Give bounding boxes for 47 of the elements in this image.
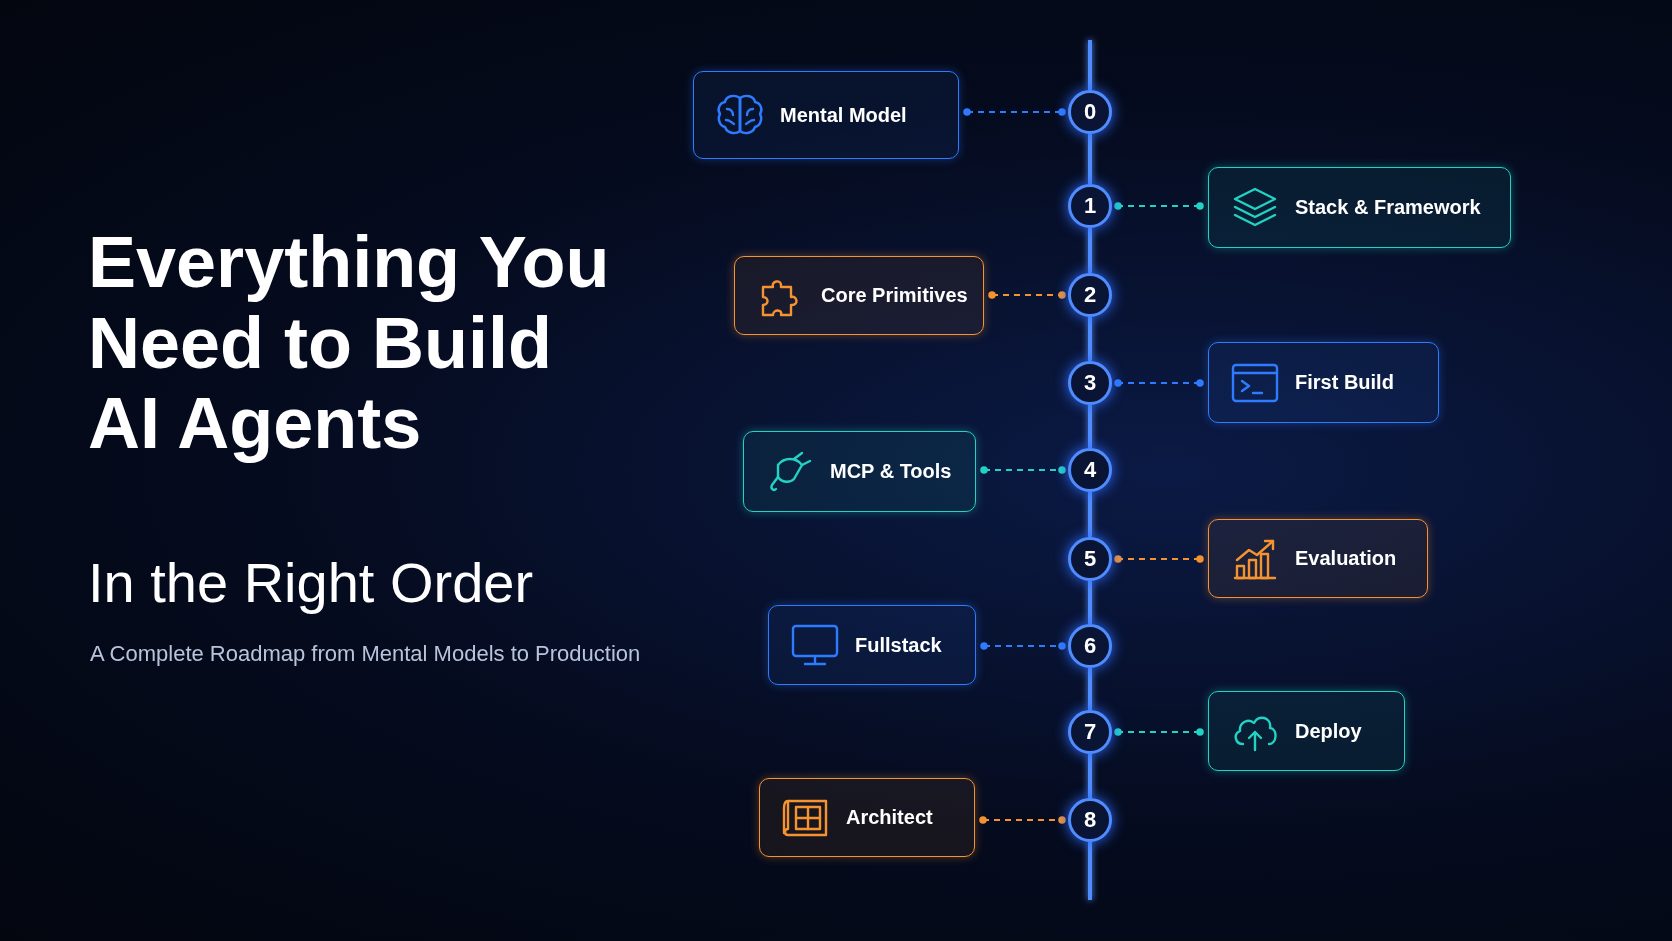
- dashed-connector: [980, 642, 1066, 650]
- step-card: [693, 71, 959, 159]
- dashed-connector: [1114, 379, 1204, 387]
- dashed-connector: [988, 291, 1066, 299]
- dashed-connector: [980, 466, 1066, 474]
- step-label: Evaluation: [1295, 547, 1397, 570]
- step-card: [759, 778, 975, 857]
- step-number-circle: 4: [1068, 448, 1112, 492]
- step-card: [1208, 519, 1428, 598]
- step-number-circle: 3: [1068, 361, 1112, 405]
- step-label: Architect: [846, 806, 933, 829]
- dashed-connector: [1114, 555, 1204, 563]
- step-number-circle: 8: [1068, 798, 1112, 842]
- step-label: First Build: [1295, 371, 1394, 394]
- step-number-circle: 2: [1068, 273, 1112, 317]
- timeline-line: [1088, 492, 1092, 537]
- timeline-line: [1088, 754, 1092, 798]
- dashed-connector: [1114, 728, 1204, 736]
- step-label: Deploy: [1295, 719, 1362, 743]
- step-number-circle: 1: [1068, 184, 1112, 228]
- dashed-connector: [963, 108, 1066, 116]
- tagline: A Complete Roadmap from Mental Models to Production: [90, 641, 641, 667]
- step-label: MCP & Tools: [830, 460, 952, 483]
- timeline-line: [1088, 134, 1092, 184]
- subtitle: In the Right Order: [88, 550, 534, 615]
- step-label: Core Primitives: [821, 284, 968, 307]
- dashed-connector: [979, 816, 1066, 824]
- dashed-connector: [1114, 202, 1204, 210]
- step-label: Mental Model: [780, 103, 907, 127]
- step-number-circle: 6: [1068, 624, 1112, 668]
- step-card: [1208, 691, 1405, 771]
- timeline-line: [1088, 581, 1092, 624]
- step-card: [1208, 342, 1439, 423]
- step-card: [734, 256, 984, 335]
- title: Everything You Need to Build AI Agents: [88, 222, 611, 464]
- step-number-circle: 5: [1068, 537, 1112, 581]
- step-card: [768, 605, 976, 685]
- timeline-line: [1088, 668, 1092, 710]
- step-card: [1208, 167, 1511, 248]
- step-number-circle: 7: [1068, 710, 1112, 754]
- step-label: Stack & Framework: [1295, 196, 1481, 219]
- timeline-line: [1088, 228, 1092, 273]
- timeline-line: [1088, 405, 1092, 448]
- step-number-circle: 0: [1068, 90, 1112, 134]
- step-label: Fullstack: [855, 633, 942, 657]
- timeline-line: [1088, 317, 1092, 361]
- step-card: [743, 431, 976, 512]
